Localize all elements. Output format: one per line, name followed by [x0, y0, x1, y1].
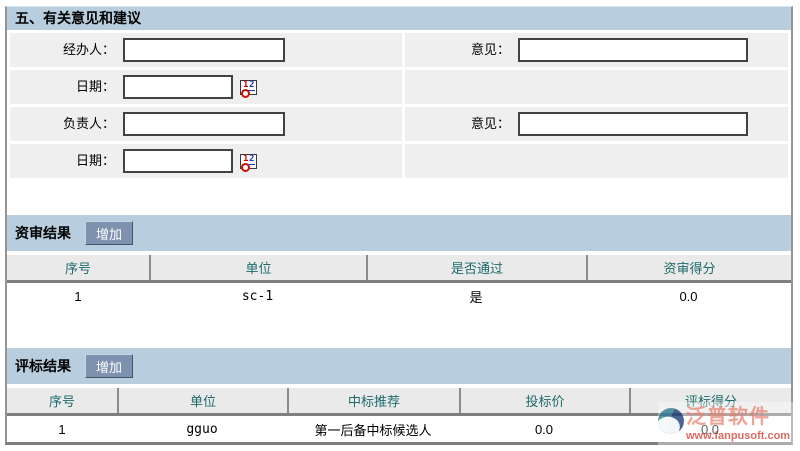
cell-unit-link[interactable]: sc-1 [241, 289, 274, 304]
evaluation-section-bar: 评标结果 增加 [7, 348, 791, 384]
col-header-score: 资审得分 [586, 255, 791, 280]
cell-passed: 是 [469, 290, 483, 305]
manager-input[interactable] [123, 112, 285, 136]
qualification-table-header: 序号 单位 是否通过 资审得分 [7, 255, 791, 283]
cell-eval-score: 0.0 [700, 421, 720, 437]
qualification-add-button[interactable]: 增加 [85, 221, 134, 245]
handler-opinion-input[interactable] [518, 38, 748, 62]
cell-score: 0.0 [679, 289, 698, 304]
manager-opinion-input[interactable] [518, 112, 748, 136]
col-header-eval-score: 评标得分 [629, 388, 791, 413]
col-header-seq: 序号 [7, 388, 117, 413]
spacer [7, 251, 791, 255]
section-title-opinions: 五、有关意见和建议 [7, 7, 791, 30]
handler-label: 经办人： [62, 42, 115, 58]
evaluation-table-header: 序号 单位 中标推荐 投标价 评标得分 [7, 388, 791, 416]
qualification-table-row: 1 sc-1 是 0.0 [7, 283, 791, 310]
handler-opinion-label: 意见： [470, 42, 510, 58]
col-header-seq: 序号 [7, 255, 149, 280]
manager-date-label: 日期： [75, 153, 115, 169]
col-header-unit: 单位 [149, 255, 366, 280]
col-header-unit: 单位 [117, 388, 287, 413]
evaluation-add-button[interactable]: 增加 [85, 354, 134, 378]
form-row-manager: 负责人： 意见： [10, 107, 788, 141]
evaluation-table-row: 1 gguo 第一后备中标候选人 0.0 0.0 [7, 416, 791, 442]
spacer [7, 181, 791, 215]
handler-input[interactable] [123, 38, 285, 62]
cell-recommendation: 第一后备中标候选人 [314, 422, 432, 438]
cell-unit: gguo [186, 421, 218, 437]
handler-date-input[interactable] [123, 75, 233, 99]
col-header-recommendation: 中标推荐 [287, 388, 459, 413]
evaluation-title: 评标结果 [15, 358, 71, 374]
handler-date-label: 日期： [75, 79, 115, 95]
cell-seq: 1 [58, 421, 66, 437]
qualification-section-bar: 资审结果 增加 [7, 215, 791, 251]
manager-date-input[interactable] [123, 149, 233, 173]
spacer [7, 310, 791, 348]
qualification-title: 资审结果 [15, 225, 71, 241]
col-header-bid-price: 投标价 [459, 388, 629, 413]
form-row-handler: 经办人： 意见： [10, 33, 788, 67]
cell-bid-price: 0.0 [534, 421, 554, 437]
col-header-passed: 是否通过 [366, 255, 586, 280]
manager-label: 负责人： [62, 116, 115, 132]
spacer [7, 384, 791, 388]
cell-seq: 1 [74, 289, 82, 304]
manager-opinion-label: 意见： [470, 116, 510, 132]
